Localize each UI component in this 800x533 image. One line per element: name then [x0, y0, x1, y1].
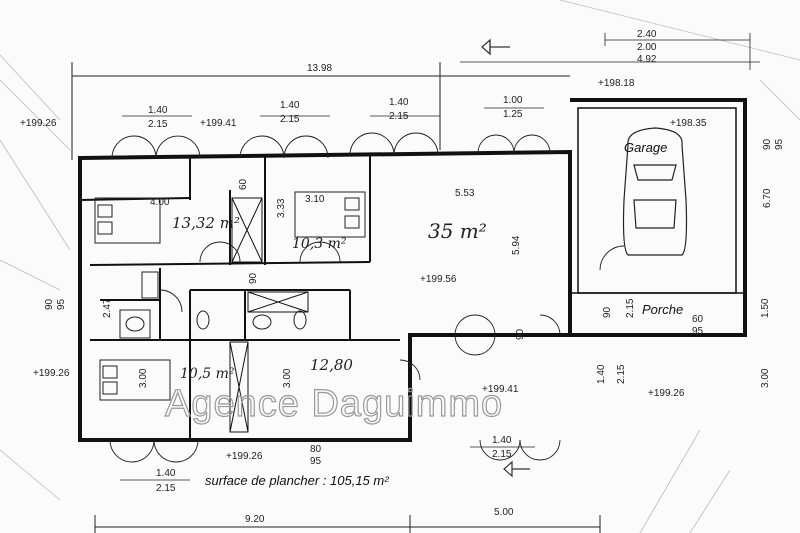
dim-3-33: 3.33 [276, 198, 287, 218]
dim-90-mid: 90 [248, 272, 259, 284]
top-dimension [71, 62, 570, 160]
dim-5-94: 5.94 [511, 235, 522, 255]
dim-95-left: 95 [56, 298, 67, 310]
room-area-bed2: 10,3 m² [292, 236, 347, 252]
dim-3-00-a: 3.00 [138, 368, 149, 388]
window-dims-bottom [120, 446, 535, 481]
dim-6-70: 6.70 [762, 188, 773, 208]
bot-win1-width: 1.40 [156, 468, 176, 479]
win2-width: 1.40 [280, 100, 300, 111]
garage-inner-wall [570, 107, 745, 294]
dim-90-right: 90 [762, 138, 773, 150]
dim-3-00-b: 3.00 [282, 368, 293, 388]
level-topleft: +199.26 [20, 118, 57, 129]
dim-9-20: 9.20 [245, 514, 265, 525]
right-window-1-40: 1.40 [596, 364, 607, 384]
bot-win1-height: 2.15 [156, 483, 176, 494]
dim-3-10: 3.10 [305, 194, 325, 205]
door-swings [109, 132, 625, 463]
exterior-walls [78, 98, 747, 442]
porche-dim-95: 95 [692, 326, 704, 337]
dim-top-total: 13.98 [307, 63, 332, 74]
room-area-bed3: 10,5 m² [180, 366, 235, 382]
bottom-dimension [94, 515, 601, 533]
win2-height: 2.15 [280, 114, 300, 125]
level-living: +199.56 [420, 274, 457, 285]
level-garage-in: +198.35 [670, 118, 707, 129]
sanitary-fixtures [119, 271, 307, 339]
dim-90-mid2: 90 [515, 328, 526, 340]
porche-dim-60: 60 [692, 314, 704, 325]
dim-4-92: 4.92 [637, 54, 657, 65]
surface-text: surface de plancher : 105,15 m² [205, 473, 389, 488]
level-top-mid: +199.41 [200, 118, 237, 129]
dim-80: 80 [310, 444, 322, 455]
room-area-living: 35 m² [428, 219, 487, 243]
dim-95-bottom: 95 [310, 456, 322, 467]
dim-1-50: 1.50 [760, 298, 771, 318]
car-outline [622, 127, 688, 256]
arrow-bottom [503, 460, 530, 478]
dim-5-00: 5.00 [494, 507, 514, 518]
agency-watermark: Agence Daguimmo [165, 383, 503, 425]
win3-width: 1.40 [389, 97, 409, 108]
dim-2-40: 2.40 [637, 29, 657, 40]
garage-label: Garage [624, 140, 667, 155]
dim-5-53: 5.53 [455, 188, 475, 199]
dim-60: 60 [238, 178, 249, 190]
level-right-bottom: +199.26 [648, 388, 685, 399]
dim-2-47: 2.47 [102, 298, 113, 318]
dim-90-left: 90 [44, 298, 55, 310]
interior-walls [79, 155, 400, 440]
level-hall: +199.41 [482, 384, 519, 395]
win4-height: 1.25 [503, 109, 523, 120]
bot-win2-width: 1.40 [492, 435, 512, 446]
win4-width: 1.00 [503, 95, 523, 106]
win1-width: 1.40 [148, 105, 168, 116]
win1-height: 2.15 [148, 119, 168, 130]
window-dims-top [122, 107, 544, 117]
room-area-bed1: 13,32 m² [172, 214, 240, 232]
arrow-top [481, 38, 510, 56]
upper-right-dim-lines [460, 33, 760, 70]
room-area-hall: 12,80 [310, 356, 353, 374]
dim-95-right: 95 [774, 138, 785, 150]
right-window-2-15: 2.15 [616, 364, 627, 384]
dim-4-00: 4.00 [150, 197, 170, 208]
bot-win2-height: 2.15 [492, 449, 512, 460]
beds [94, 191, 366, 401]
level-left-bottom: +199.26 [33, 368, 70, 379]
level-garage-top: +198.18 [598, 78, 635, 89]
dim-2-00: 2.00 [637, 42, 657, 53]
dim-3-00-right: 3.00 [760, 368, 771, 388]
level-bottom: +199.26 [226, 451, 263, 462]
win3-height: 2.15 [389, 111, 409, 122]
porche-dim-2-15: 2.15 [625, 298, 636, 318]
porche-label: Porche [642, 302, 683, 317]
porche-dim-90: 90 [602, 306, 613, 318]
